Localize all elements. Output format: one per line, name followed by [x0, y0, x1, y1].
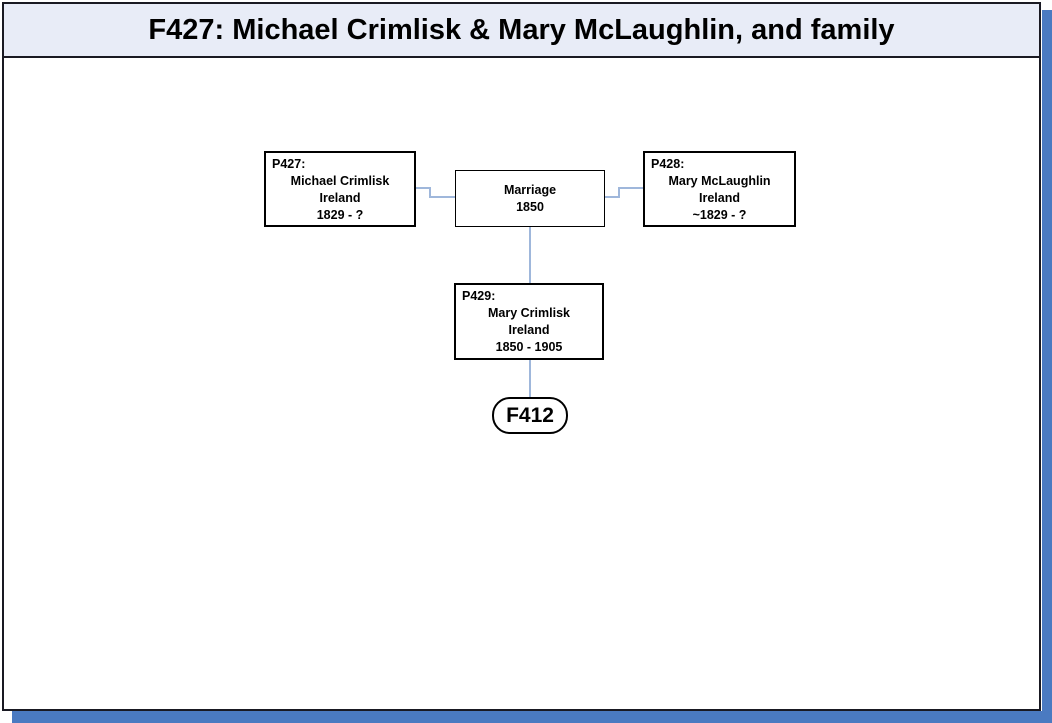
person-dates: 1829 - ?	[316, 208, 364, 222]
marriage-event: Marriage	[503, 182, 557, 197]
connector-father-marriage	[429, 196, 455, 198]
family-title-bar: F427: Michael Crimlisk & Mary McLaughlin…	[4, 4, 1039, 58]
family-node-f412[interactable]: F412	[492, 397, 568, 434]
marriage-year: 1850	[516, 199, 544, 214]
person-box-p427[interactable]: P427: Michael Crimlisk Ireland 1829 - ?	[264, 151, 416, 227]
person-id: P428:	[651, 157, 685, 171]
page-drop-shadow-bottom	[12, 711, 1052, 723]
person-box-p429[interactable]: P429: Mary Crimlisk Ireland 1850 - 1905	[454, 283, 604, 360]
person-id: P427:	[272, 157, 306, 171]
connector-marriage-child	[529, 227, 531, 283]
person-name: Mary Crimlisk	[488, 306, 570, 320]
page-title: F427: Michael Crimlisk & Mary McLaughlin…	[148, 13, 895, 46]
page-frame: F427: Michael Crimlisk & Mary McLaughlin…	[2, 2, 1041, 711]
connector-child-family	[529, 360, 531, 397]
person-place: Ireland	[319, 191, 361, 205]
person-box-p428[interactable]: P428: Mary McLaughlin Ireland ~1829 - ?	[643, 151, 796, 227]
marriage-box[interactable]: Marriage 1850	[455, 170, 605, 227]
page-drop-shadow-right	[1042, 10, 1052, 723]
connector-marriage-mother	[618, 187, 643, 189]
connector-marriage-mother	[618, 187, 620, 198]
person-dates: 1850 - 1905	[495, 340, 563, 354]
person-id: P429:	[462, 289, 496, 303]
connector-father-marriage	[429, 187, 431, 198]
connector-marriage-mother	[605, 196, 620, 198]
person-dates: ~1829 - ?	[692, 208, 747, 222]
person-place: Ireland	[699, 191, 740, 205]
person-name: Michael Crimlisk	[290, 174, 390, 188]
connector-father-marriage	[416, 187, 431, 189]
person-place: Ireland	[508, 323, 550, 337]
person-name: Mary McLaughlin	[668, 174, 771, 188]
